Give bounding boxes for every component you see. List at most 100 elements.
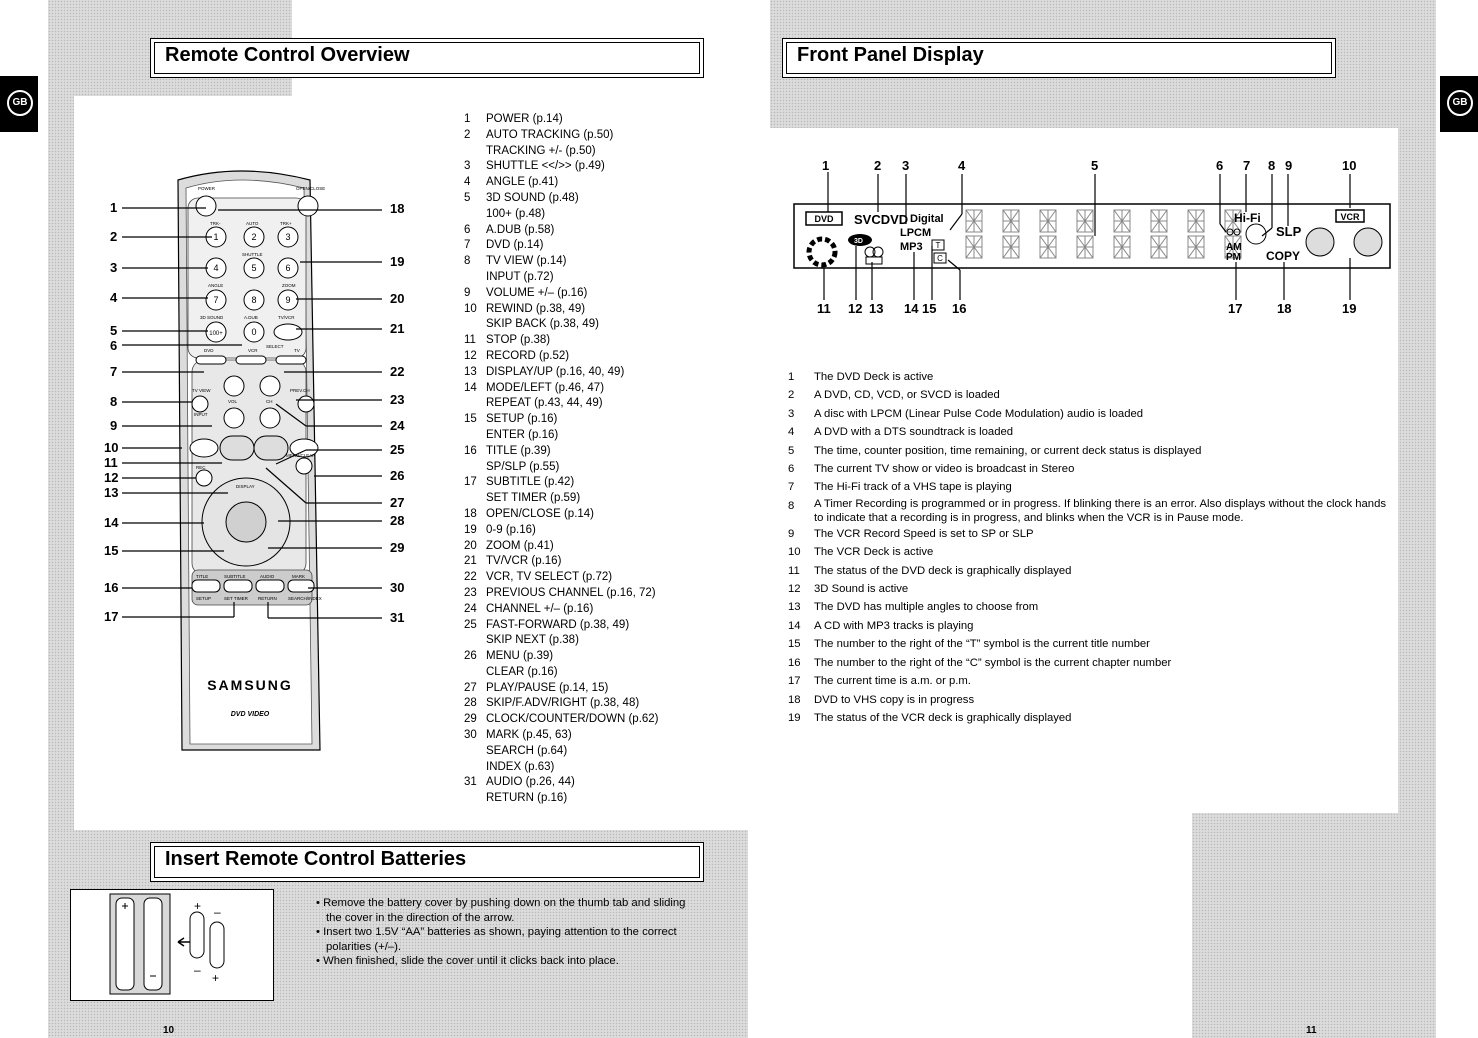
function-number: 15 <box>464 413 477 426</box>
description-number: 4 <box>788 426 795 439</box>
remote-settimer-label: SET TIMER <box>224 596 249 601</box>
description-text: The VCR Deck is active <box>814 546 934 559</box>
function-number: 20 <box>464 539 477 552</box>
display-vcr-indicator: VCR <box>1340 212 1360 222</box>
function-label: TV/VCR (p.16) <box>486 555 562 568</box>
function-list-item: REPEAT (p.43, 44, 49) <box>464 396 659 412</box>
segment-digit <box>965 209 983 233</box>
remote-vcr-label: VCR <box>248 348 258 353</box>
callout-number: 5 <box>110 323 118 338</box>
function-label: SETUP (p.16) <box>486 413 558 426</box>
callout-number: 10 <box>104 440 119 455</box>
function-label: AUTO TRACKING (p.50) <box>486 128 614 141</box>
callout-number: 6 <box>1216 158 1224 173</box>
bullet-item: • Insert two 1.5V “AA” batteries as show… <box>316 925 696 954</box>
callout-number: 22 <box>390 364 405 379</box>
function-label: DISPLAY/UP (p.16, 40, 49) <box>486 365 625 378</box>
battery-plus-label: + <box>194 899 201 913</box>
page-title: Remote Control Overview <box>165 44 410 66</box>
callout-number: 8 <box>110 394 118 409</box>
remote-digit: 1 <box>213 232 218 242</box>
description-text: The Hi-Fi track of a VHS tape is playing <box>814 481 1012 494</box>
language-badge-left: GB <box>0 76 38 132</box>
segment-digit <box>1039 235 1057 259</box>
display-lpcm-indicator: LPCM <box>900 227 931 239</box>
description-number: 2 <box>788 389 795 402</box>
callout-number: 3 <box>110 260 118 275</box>
function-list-item: 15 SETUP (p.16) <box>464 412 659 428</box>
remote-digit: 4 <box>213 263 218 273</box>
description-number: 1 <box>788 371 795 383</box>
function-number: 16 <box>464 444 477 457</box>
function-label: TITLE (p.39) <box>486 444 551 457</box>
description-number: 9 <box>788 527 795 540</box>
display-svcd-indicator: SVCDVD <box>854 212 908 227</box>
function-label: MENU (p.39) <box>486 650 554 663</box>
description-text: 3D Sound is active <box>814 583 909 596</box>
remote-input-label: INPUT <box>194 412 208 417</box>
callout-number: 2 <box>874 158 882 173</box>
function-label: VOLUME +/– (p.16) <box>486 286 588 299</box>
callout-number: 26 <box>390 468 405 483</box>
segment-digit <box>1076 235 1094 259</box>
function-label: 100+ (p.48) <box>486 207 546 220</box>
description-text: The time, counter position, time remaini… <box>814 444 1202 457</box>
description-number: 19 <box>788 711 801 724</box>
remote-trk-minus-label: TRK- <box>210 221 221 226</box>
description-number: 18 <box>788 693 801 706</box>
segment-digit <box>1150 209 1168 233</box>
callout-number: 19 <box>1342 301 1357 316</box>
function-number: 23 <box>464 586 477 599</box>
callout-number: 12 <box>104 470 119 485</box>
remote-menuclear-label: MENU/CLEAR <box>286 453 316 458</box>
function-label: AUDIO (p.26, 44) <box>486 776 575 789</box>
section-title: Insert Remote Control Batteries <box>165 848 467 870</box>
callout-number: 1 <box>822 158 830 173</box>
function-list-item: INDEX (p.63) <box>464 760 659 776</box>
description-text: The number to the right of the “C” symbo… <box>814 656 1172 669</box>
function-label: CLEAR (p.16) <box>486 665 558 678</box>
callout-number: 14 <box>104 515 119 530</box>
remote-zoom-label: ZOOM <box>282 283 296 288</box>
display-am-indicator: AM <box>1226 242 1242 253</box>
callout-number: 14 <box>904 301 919 316</box>
callout-number: 16 <box>952 301 967 316</box>
bullet-dot: • <box>316 926 324 939</box>
function-list-item: RETURN (p.16) <box>464 791 659 807</box>
remote-digit: 3 <box>285 232 290 242</box>
function-number: 25 <box>464 618 477 631</box>
segment-digit <box>1113 209 1131 233</box>
callout-number: 11 <box>104 455 118 470</box>
remote-brand-logo: SAMSUNG <box>207 677 293 693</box>
remote-power-label: POWER <box>198 186 216 191</box>
segment-digit <box>1002 209 1020 233</box>
description-text: The VCR Record Speed is set to SP or SLP <box>814 527 1034 540</box>
callout-number: 3 <box>902 158 910 173</box>
function-label: ZOOM (p.41) <box>486 539 554 552</box>
callout-number: 15 <box>922 301 937 316</box>
function-list-item: CLEAR (p.16) <box>464 665 659 681</box>
callout-number: 12 <box>848 301 863 316</box>
function-label: POWER (p.14) <box>486 113 563 125</box>
function-label: REPEAT (p.43, 44, 49) <box>486 397 603 410</box>
function-list-item: SET TIMER (p.59) <box>464 491 659 507</box>
function-list-item: 20 ZOOM (p.41) <box>464 539 659 555</box>
display-digital-indicator: Digital <box>910 213 944 225</box>
function-label: TRACKING +/- (p.50) <box>486 144 596 157</box>
bullet-text: Remove the battery cover by pushing down… <box>323 897 686 924</box>
description-number: 3 <box>788 407 795 420</box>
front-panel-display-illustration: DVD SVCDVD Digital LPCM MP3 T C 3D Hi-Fi… <box>793 172 1391 300</box>
description-text: DVD to VHS copy is in progress <box>814 693 975 706</box>
bullet-item: • Remove the battery cover by pushing do… <box>316 896 696 925</box>
